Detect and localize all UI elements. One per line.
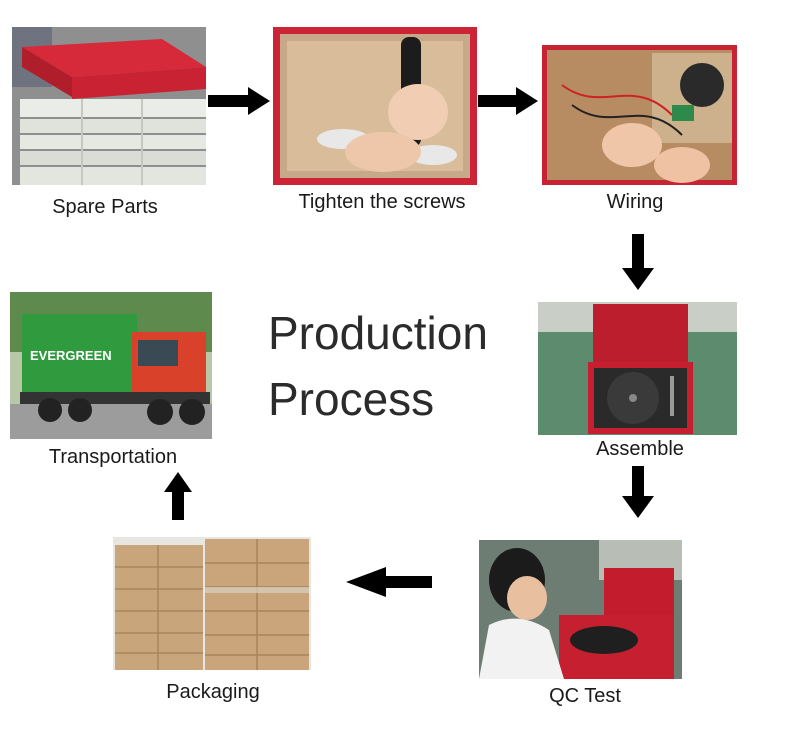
step-label-spare-parts: Spare Parts (52, 196, 158, 218)
step-label-packaging: Packaging (166, 681, 260, 703)
truck-container-text: EVERGREEN (30, 348, 112, 363)
spare-parts-photo (12, 27, 206, 185)
wiring-photo (542, 45, 737, 185)
step-label-wiring: Wiring (606, 191, 664, 213)
assemble-photo (538, 302, 737, 435)
arrow-right-icon (208, 87, 270, 115)
arrow-down-icon (622, 234, 654, 290)
step-label-qc-test: QC Test (549, 685, 621, 707)
packaging-photo (113, 537, 311, 670)
step-label-assemble: Assemble (596, 438, 684, 460)
title-line-2: Process (268, 373, 435, 425)
step-label-transportation: Transportation (48, 446, 178, 468)
arrow-up-icon (164, 472, 192, 520)
diagram-title: Production Process (268, 300, 488, 432)
step-label-tighten-screws: Tighten the screws (298, 191, 466, 213)
arrow-down-icon (622, 466, 654, 518)
transportation-photo: EVERGREEN (10, 292, 212, 439)
arrow-left-icon (346, 567, 432, 597)
title-line-1: Production (268, 307, 488, 359)
arrow-right-icon (478, 87, 538, 115)
qc-test-photo (479, 540, 682, 679)
tighten-screws-photo (273, 27, 477, 185)
